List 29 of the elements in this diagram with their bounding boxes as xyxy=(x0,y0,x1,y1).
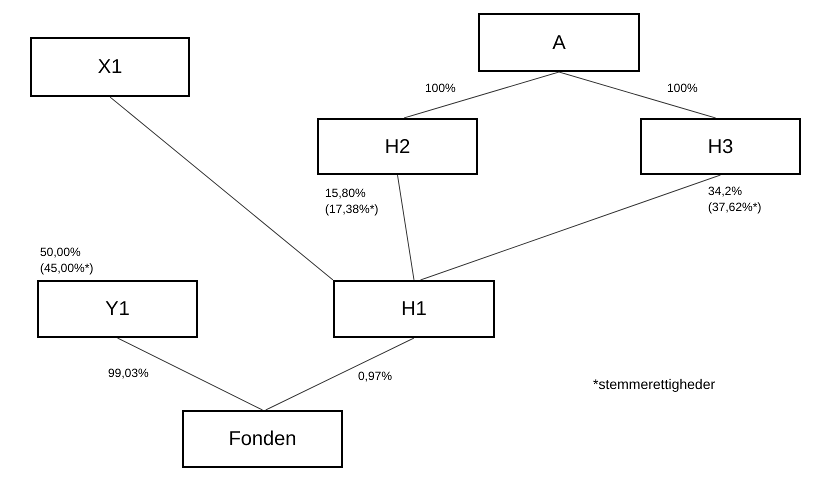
edge-label: 100% xyxy=(667,80,699,96)
edge-label: 0,97% xyxy=(358,368,394,384)
entity-name: X1 xyxy=(98,57,122,77)
entity-box xyxy=(30,37,190,97)
entity-name: A xyxy=(552,32,566,52)
edge-label: 15,80% (17,38%*) xyxy=(325,185,380,217)
edge-label: 34,2% (37,62%*) xyxy=(708,183,762,215)
connector-line xyxy=(265,338,414,410)
footnote: *stemmerettigheder xyxy=(593,375,716,393)
entity-box xyxy=(37,280,198,338)
connector-line xyxy=(558,72,716,118)
entity-name: H2 xyxy=(384,136,410,156)
entity-name: Y1 xyxy=(105,299,130,319)
connector-line xyxy=(403,72,560,118)
connector-line xyxy=(397,174,414,280)
entity-box xyxy=(182,410,343,468)
connector-line xyxy=(110,96,334,280)
entity-box xyxy=(478,13,640,72)
entity-box xyxy=(640,118,801,175)
connector-line xyxy=(117,338,263,410)
percentage-label: 50,00% (45,00%*) xyxy=(40,244,94,276)
connector-line xyxy=(420,174,721,280)
entity-box xyxy=(333,280,495,338)
edge-label: 100% xyxy=(425,80,457,96)
entity-name: H3 xyxy=(708,136,734,156)
entity-name: H1 xyxy=(401,299,427,319)
edge-label: 99,03% xyxy=(108,365,150,381)
entity-box xyxy=(317,118,478,175)
entity-name: Fonden xyxy=(228,429,296,449)
